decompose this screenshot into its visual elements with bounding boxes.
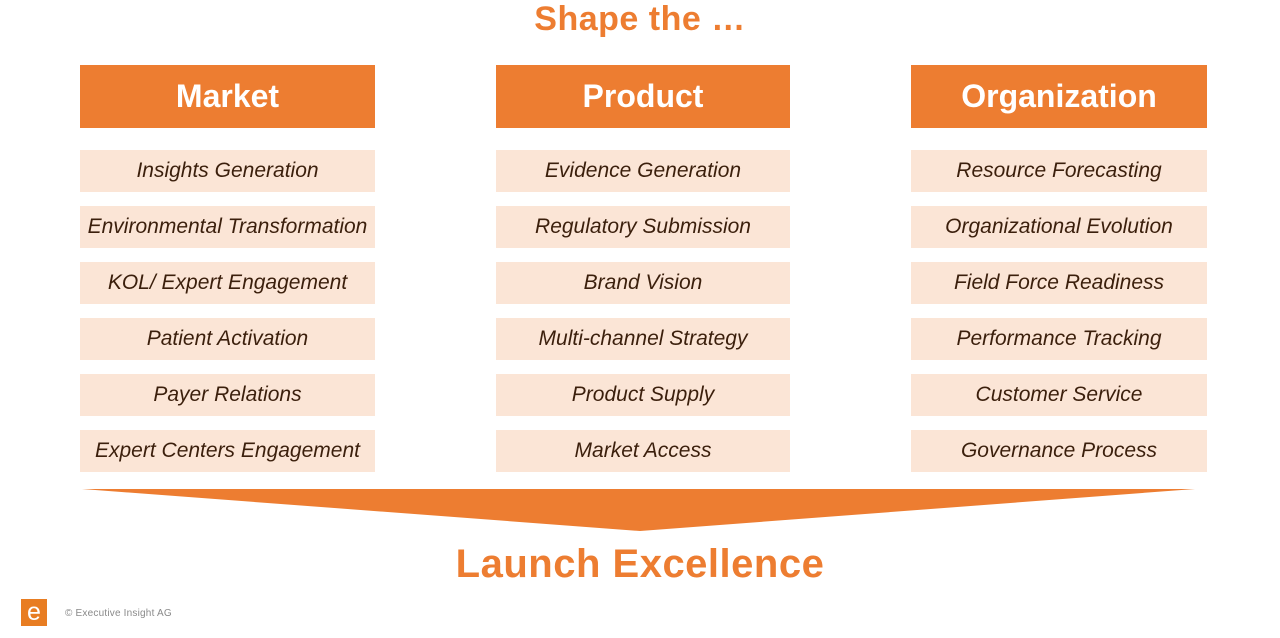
- list-item: Insights Generation: [80, 150, 375, 192]
- column-items-organization: Resource Forecasting Organizational Evol…: [911, 150, 1207, 472]
- list-item: Brand Vision: [496, 262, 790, 304]
- list-item: Market Access: [496, 430, 790, 472]
- column-header-organization: Organization: [911, 65, 1207, 128]
- list-item: Governance Process: [911, 430, 1207, 472]
- list-item: Customer Service: [911, 374, 1207, 416]
- column-header-product: Product: [496, 65, 790, 128]
- logo-letter: e: [27, 598, 41, 626]
- list-item: Environmental Transformation: [80, 206, 375, 248]
- column-market: Market Insights Generation Environmental…: [80, 65, 375, 486]
- page-title: Shape the …: [534, 0, 746, 38]
- list-item: Performance Tracking: [911, 318, 1207, 360]
- list-item: Multi-channel Strategy: [496, 318, 790, 360]
- list-item: Field Force Readiness: [911, 262, 1207, 304]
- copyright-text: © Executive Insight AG: [65, 608, 172, 619]
- list-item: Payer Relations: [80, 374, 375, 416]
- list-item: Regulatory Submission: [496, 206, 790, 248]
- list-item: Resource Forecasting: [911, 150, 1207, 192]
- column-product: Product Evidence Generation Regulatory S…: [496, 65, 790, 486]
- column-items-product: Evidence Generation Regulatory Submissio…: [496, 150, 790, 472]
- list-item: Evidence Generation: [496, 150, 790, 192]
- list-item: Organizational Evolution: [911, 206, 1207, 248]
- list-item: Patient Activation: [80, 318, 375, 360]
- list-item: KOL/ Expert Engagement: [80, 262, 375, 304]
- list-item: Product Supply: [496, 374, 790, 416]
- list-item: Expert Centers Engagement: [80, 430, 375, 472]
- funnel-arrow-shape: [82, 489, 1195, 531]
- column-organization: Organization Resource Forecasting Organi…: [911, 65, 1207, 486]
- column-items-market: Insights Generation Environmental Transf…: [80, 150, 375, 472]
- company-logo: e: [21, 599, 47, 626]
- funnel-label: Launch Excellence: [455, 542, 825, 586]
- column-header-market: Market: [80, 65, 375, 128]
